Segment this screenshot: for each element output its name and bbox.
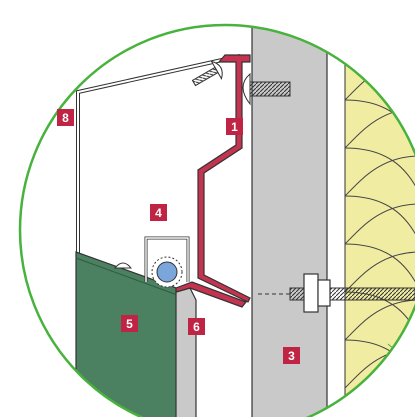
bolt-washer <box>242 72 251 106</box>
label-8-text: 8 <box>62 111 69 125</box>
label-1: 1 <box>226 118 243 135</box>
label-6-text: 6 <box>193 320 200 334</box>
label-4-box <box>150 204 167 221</box>
clip-bracket-inner <box>145 237 189 282</box>
label-3: 3 <box>283 347 300 364</box>
label-6-box <box>188 318 205 335</box>
water-drop-icon <box>156 261 178 283</box>
anchor-nut <box>303 273 319 313</box>
label-3-box <box>283 347 300 364</box>
label-5-box <box>121 315 138 332</box>
red-bracket-foot <box>175 281 247 308</box>
label-3-text: 3 <box>288 349 295 363</box>
label-4: 4 <box>150 204 167 221</box>
panel-edge <box>75 257 181 297</box>
label-6: 6 <box>188 318 205 335</box>
label-1-text: 1 <box>231 120 238 134</box>
label-1-box <box>226 118 243 135</box>
panel-frame-inner <box>77 55 241 255</box>
label-5-text: 5 <box>126 317 133 331</box>
detail-circle-outline <box>18 23 415 417</box>
red-bracket <box>197 54 251 303</box>
anchor-washer <box>317 279 331 307</box>
panel-screw-head <box>113 262 133 269</box>
label-4-text: 4 <box>155 206 162 220</box>
top-screw-icon <box>191 60 223 87</box>
label-8-box <box>57 109 74 126</box>
top-anchor-bolt <box>249 81 291 97</box>
support-profile <box>175 287 197 417</box>
label-8: 8 <box>57 109 74 126</box>
label-5: 5 <box>121 315 138 332</box>
